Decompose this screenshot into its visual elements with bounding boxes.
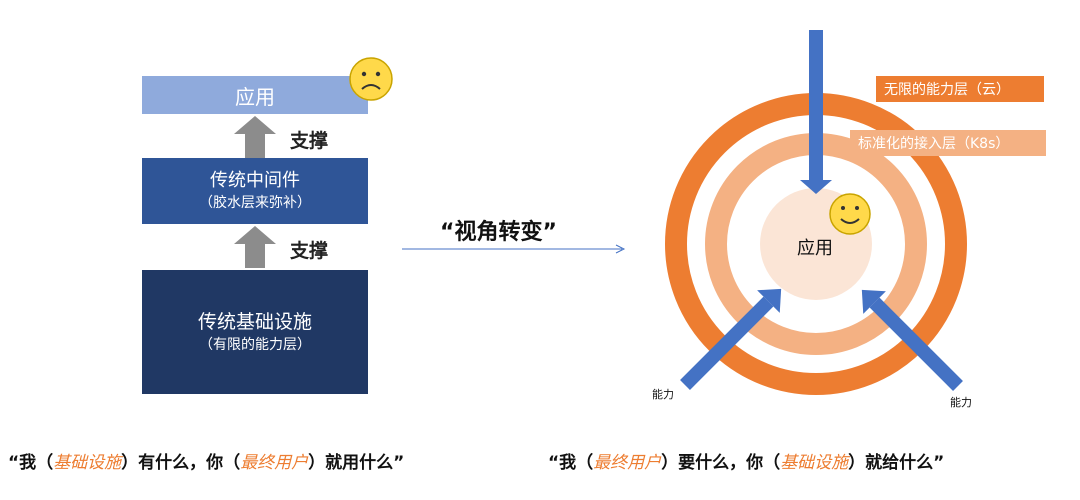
right-quote-part: ）要什么，你（ <box>661 453 781 473</box>
left-quote: “我（基础设施）有什么，你（最终用户）就用什么” <box>8 448 404 473</box>
left-quote-part: ）有什么，你（ <box>121 453 241 473</box>
left-quote-emphasis: 基础设施 <box>53 453 122 473</box>
left-quote-part: ）就用什么” <box>308 453 405 473</box>
right-arrow-icon <box>402 244 626 254</box>
app-box-label: 应用 <box>235 84 275 109</box>
app-box: 应用 <box>142 76 368 114</box>
infrastructure-box: 传统基础设施 （有限的能力层） <box>142 270 368 394</box>
k8s-layer-label: 标准化的接入层（K8s） <box>850 130 1046 156</box>
left-quote-emphasis: 最终用户 <box>240 453 309 473</box>
support-label-lower: 支撑 <box>290 240 329 262</box>
left-quote-part: “我（ <box>8 453 54 473</box>
cloud-layer-label: 无限的能力层（云） <box>876 76 1044 102</box>
up-arrow-icon <box>234 116 276 158</box>
diagonal-arrow-icon <box>680 288 782 390</box>
infrastructure-title: 传统基础设施 <box>197 311 312 333</box>
right-quote-part: “我（ <box>548 453 594 473</box>
happy-face-icon <box>829 193 871 235</box>
capability-label-left: 能力 <box>652 388 674 401</box>
middleware-title: 传统中间件 <box>210 170 300 191</box>
support-label-upper: 支撑 <box>290 130 329 152</box>
middleware-box: 传统中间件 （胶水层来弥补） <box>142 158 368 224</box>
core-app-label: 应用 <box>797 238 833 259</box>
right-quote-part: ）就给什么” <box>848 453 945 473</box>
right-quote-emphasis: 最终用户 <box>593 453 662 473</box>
sad-face-icon <box>349 57 393 101</box>
right-quote: “我（最终用户）要什么，你（基础设施）就给什么” <box>548 448 944 473</box>
perspective-shift-label: “视角转变” <box>440 220 557 245</box>
middleware-note: （胶水层来弥补） <box>199 195 311 211</box>
infrastructure-note: （有限的能力层） <box>199 337 311 353</box>
capability-label-right: 能力 <box>950 396 972 409</box>
up-arrow-icon <box>234 226 276 268</box>
diagonal-arrow-icon <box>861 289 963 391</box>
right-quote-emphasis: 基础设施 <box>780 453 849 473</box>
down-arrow-icon <box>800 30 832 194</box>
